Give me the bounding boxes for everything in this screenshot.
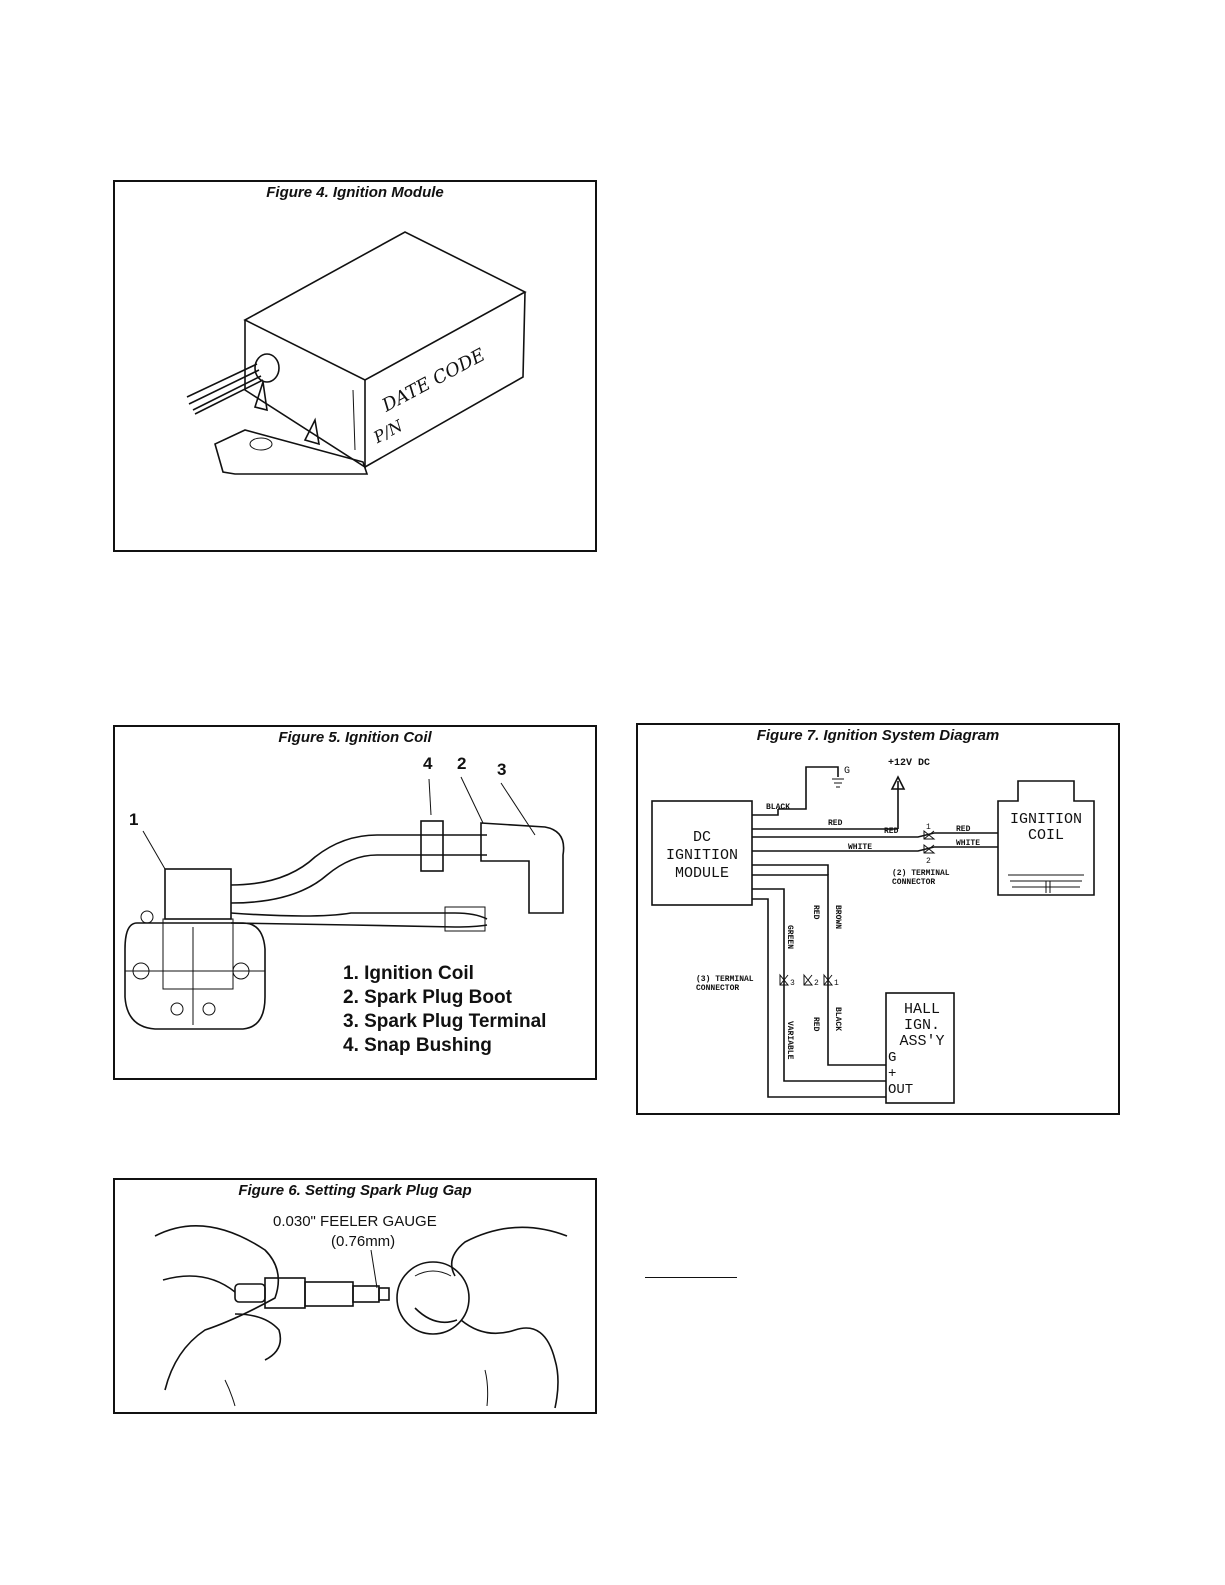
callout-1: 1 xyxy=(129,810,138,829)
legend-item-3: 3. Spark Plug Terminal xyxy=(343,1011,546,1032)
connector3-pin-2: 2 xyxy=(814,979,819,988)
wire-label-white-coil-in: WHITE xyxy=(848,843,872,852)
hall-pin-g: G xyxy=(888,1050,896,1066)
hall-label-line3: ASS'Y xyxy=(899,1033,944,1050)
ground-label: G xyxy=(844,766,850,777)
callout-2: 2 xyxy=(457,754,466,773)
hall-pin-plus: + xyxy=(888,1066,896,1082)
connector3-pin-3: 3 xyxy=(790,979,795,988)
module-label-line3: MODULE xyxy=(675,865,729,882)
connector3-label-line2: CONNECTOR xyxy=(696,984,739,993)
supply-label: +12V DC xyxy=(888,758,930,769)
wire-label-red-supply: RED xyxy=(828,819,843,828)
wire-label-green: GREEN xyxy=(785,925,794,949)
callout-3: 3 xyxy=(497,760,506,779)
coil-label-line1: IGNITION xyxy=(1010,811,1082,828)
wire-label-variable: VARIABLE xyxy=(785,1021,794,1060)
module-label-line1: DC xyxy=(693,829,711,846)
figure-6-spark-plug-gap: Figure 6. Setting Spark Plug Gap 0.030" … xyxy=(113,1178,597,1414)
figure-5-title: Figure 5. Ignition Coil xyxy=(278,729,432,746)
figure-4-ignition-module: Figure 4. Ignition Module DATE CODE P/N xyxy=(113,180,597,552)
wire-label-black: BLACK xyxy=(766,803,790,812)
feeler-gauge-metric: (0.76mm) xyxy=(331,1233,395,1250)
section-divider-rule xyxy=(645,1277,737,1278)
connector3-label-line1: (3) TERMINAL xyxy=(696,975,754,984)
connector2-pin-1: 1 xyxy=(926,823,931,832)
spark-plug-gap-illustration: 0.030" FEELER GAUGE (0.76mm) xyxy=(154,1213,568,1409)
figure-7-ignition-system-diagram: Figure 7. Ignition System Diagram +12V D… xyxy=(636,723,1120,1115)
ignition-coil-illustration: 1 2 3 4 1. Ignition Coil 2. Spark Plug B… xyxy=(124,754,565,1056)
figure-6-title: Figure 6. Setting Spark Plug Gap xyxy=(238,1182,472,1199)
legend-item-4: 4. Snap Bushing xyxy=(343,1035,492,1056)
coil-label-line2: COIL xyxy=(1028,827,1064,844)
ignition-module-illustration xyxy=(186,231,527,475)
connector3-pin-1: 1 xyxy=(834,979,839,988)
module-label-line2: IGNITION xyxy=(666,847,738,864)
wire-label-black-hall: BLACK xyxy=(833,1007,842,1031)
connector2-label-line2: CONNECTOR xyxy=(892,878,935,887)
wire-label-red-coil-in: RED xyxy=(884,827,899,836)
connector2-label-line1: (2) TERMINAL xyxy=(892,869,950,878)
wire-label-red-hall-upper: RED xyxy=(811,905,820,920)
legend-item-1: 1. Ignition Coil xyxy=(343,963,474,984)
connector2-pin-2: 2 xyxy=(926,857,931,866)
callout-4: 4 xyxy=(423,754,433,773)
wire-label-red-hall-lower: RED xyxy=(811,1017,820,1032)
hall-label-line2: IGN. xyxy=(904,1017,940,1034)
hall-pin-out: OUT xyxy=(888,1082,913,1098)
figure-4-title: Figure 4. Ignition Module xyxy=(266,184,444,201)
wire-label-white-coil-out: WHITE xyxy=(956,839,980,848)
legend-item-2: 2. Spark Plug Boot xyxy=(343,987,513,1008)
figure-5-ignition-coil: Figure 5. Ignition Coil 1 2 3 4 1. Ignit… xyxy=(113,725,597,1080)
wire-label-brown: BROWN xyxy=(833,905,842,929)
figure-7-title: Figure 7. Ignition System Diagram xyxy=(756,727,1000,744)
ignition-wiring-diagram: +12V DC G DC IGNITION MODULE BLACK RED R… xyxy=(651,758,1095,1104)
hall-label-line1: HALL xyxy=(904,1001,940,1018)
feeler-gauge-label: 0.030" FEELER GAUGE xyxy=(273,1213,437,1230)
wire-label-red-coil-out: RED xyxy=(956,825,971,834)
